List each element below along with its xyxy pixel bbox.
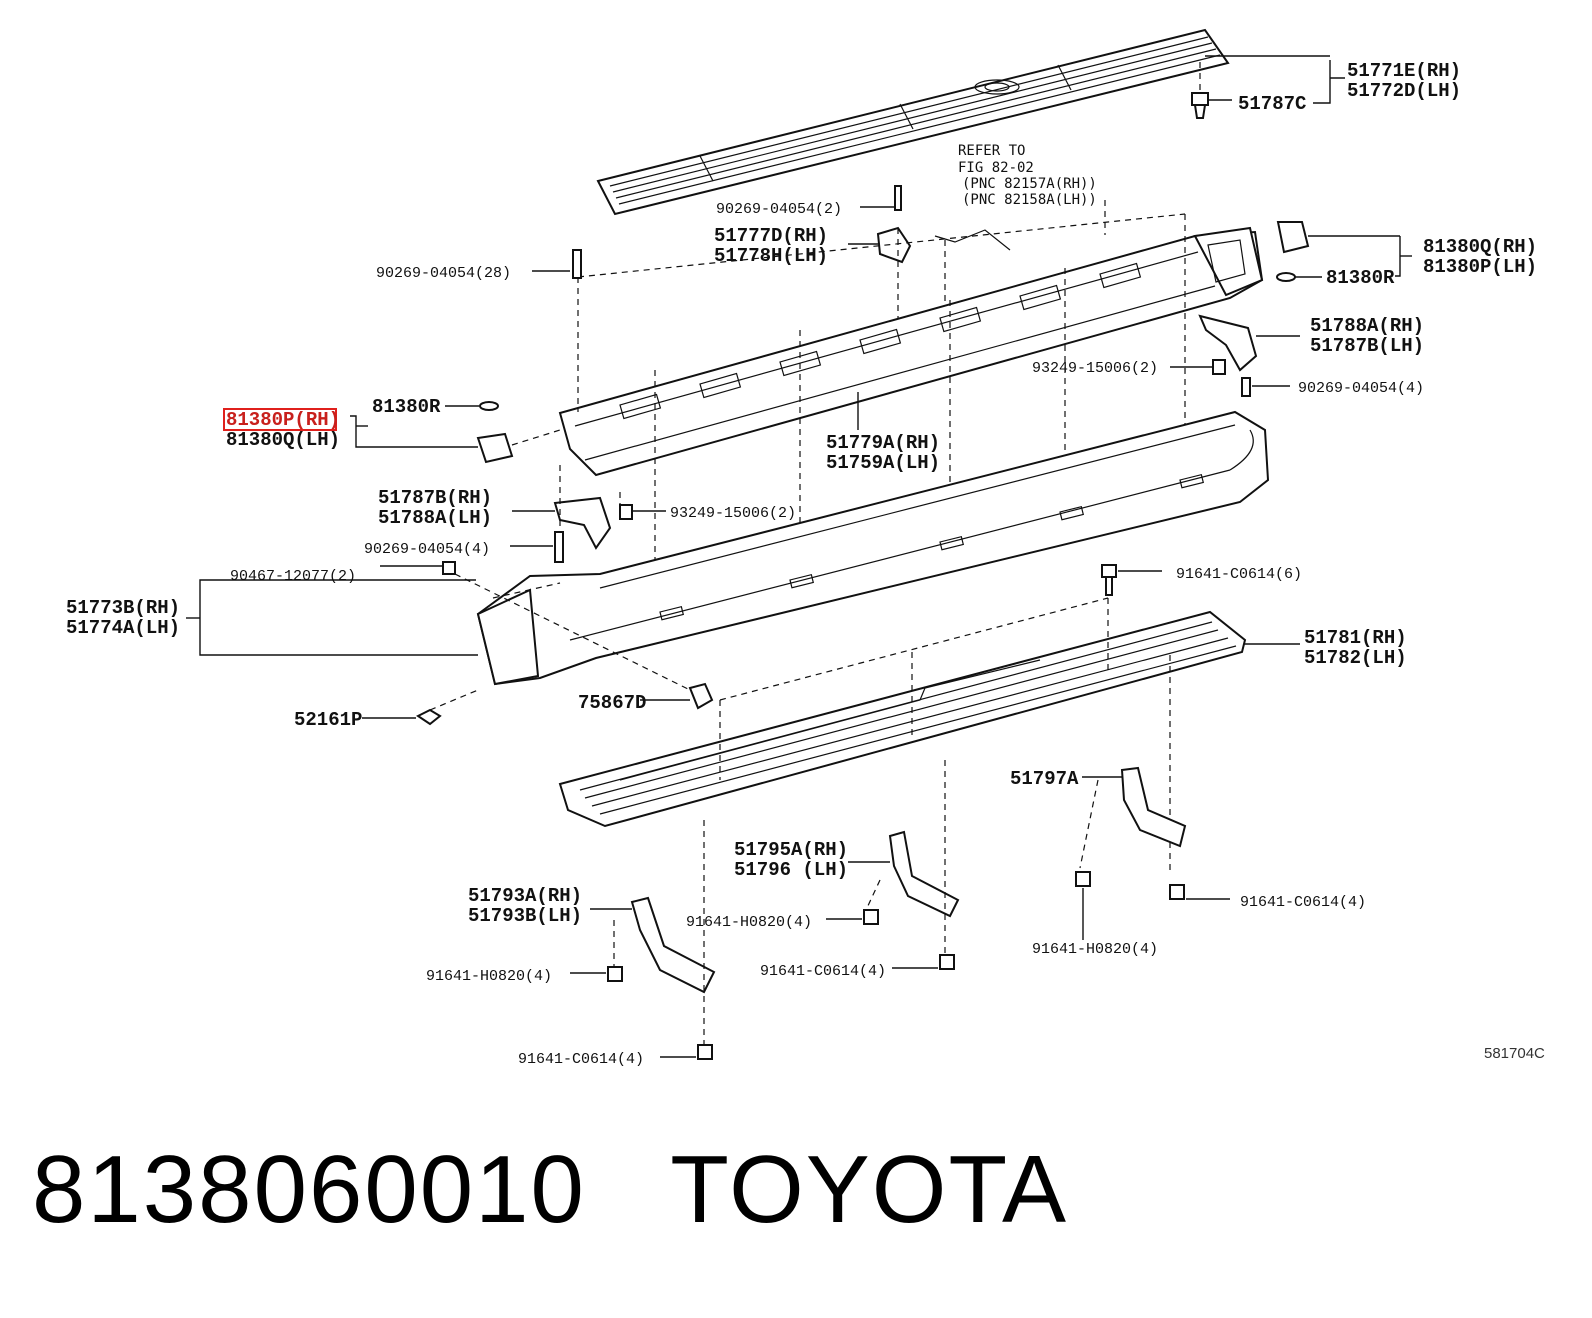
courtesy-lamp-right <box>1276 221 1412 282</box>
label-93249-mid: 93249-15006(2) <box>670 505 796 522</box>
label-51759A: 51759A(LH) <box>826 452 940 474</box>
label-51779A: 51779A(RH) <box>826 432 940 454</box>
label-75867D: 75867D <box>578 692 646 714</box>
label-51774A: 51774A(LH) <box>66 617 180 639</box>
label-90467: 90467-12077(2) <box>230 568 356 585</box>
label-81380R-top: 81380R <box>1326 267 1395 289</box>
clip-90467 <box>380 561 691 691</box>
label-51787B-mid: 51787B(RH) <box>378 487 492 509</box>
lower-moulding <box>186 410 1270 686</box>
upper-moulding <box>558 226 1264 477</box>
label-81380P-left-highlighted: 81380P(RH) <box>226 409 340 431</box>
label-90269-4-mid: 90269-04054(4) <box>364 541 490 558</box>
label-52161P: 52161P <box>294 709 362 731</box>
courtesy-lamp-left <box>350 401 561 464</box>
clips-lower <box>362 682 714 726</box>
label-51782: 51782(LH) <box>1304 647 1407 669</box>
bracket-51788A-top <box>1198 314 1300 372</box>
label-51788A-mid: 51788A(LH) <box>378 507 492 529</box>
label-81380R-left: 81380R <box>372 396 441 418</box>
label-refer-to: REFER TO <box>958 143 1025 159</box>
clip-51787C <box>1191 62 1232 119</box>
label-91641-C0614-6: 91641-C0614(6) <box>1176 566 1302 583</box>
label-refer-pnc-rh: (PNC 82157A(RH)) <box>962 176 1097 192</box>
label-51772D: 51772D(LH) <box>1347 80 1461 102</box>
label-51793A: 51793A(RH) <box>468 885 582 907</box>
label-51793B: 51793B(LH) <box>468 905 582 927</box>
footer-part-line: 8138060010 TOYOTA <box>32 1135 1068 1245</box>
label-91641-C0614-b: 91641-C0614(4) <box>760 963 886 980</box>
label-91641-C0614-c: 91641-C0614(4) <box>518 1051 644 1068</box>
label-81380Q-top: 81380Q(RH) <box>1423 236 1537 258</box>
label-91641-H0820-c: 91641-H0820(4) <box>426 968 552 985</box>
bolt-91641-C0614-6 <box>1101 564 1162 596</box>
screws-top-bracket <box>1170 359 1290 397</box>
label-refer-fig: FIG 82-02 <box>958 160 1034 176</box>
label-93249-top: 93249-15006(2) <box>1032 360 1158 377</box>
label-91641-C0614-a: 91641-C0614(4) <box>1240 894 1366 911</box>
label-91641-H0820-b: 91641-H0820(4) <box>1032 941 1158 958</box>
label-51787B-top: 51787B(LH) <box>1310 335 1424 357</box>
label-51781: 51781(RH) <box>1304 627 1407 649</box>
label-51787C: 51787C <box>1238 93 1306 115</box>
footer-brand: TOYOTA <box>670 1136 1069 1243</box>
label-51788A-top: 51788A(RH) <box>1310 315 1424 337</box>
label-90269-2: 90269-04054(2) <box>716 201 842 218</box>
figure-code: 581704C <box>1484 1045 1545 1062</box>
highlight-box <box>223 408 337 431</box>
label-51777D: 51777D(RH) <box>714 225 828 247</box>
label-90269-28: 90269-04054(28) <box>376 265 511 282</box>
label-refer-pnc-lh: (PNC 82158A(LH)) <box>962 192 1097 208</box>
label-51778H: 51778H(LH) <box>714 245 828 267</box>
screw-90269-28 <box>532 249 582 279</box>
footer-part-number: 8138060010 <box>32 1136 586 1243</box>
label-81380P-top: 81380P(LH) <box>1423 256 1537 278</box>
label-51796: 51796 (LH) <box>734 859 848 881</box>
step-plate <box>596 28 1230 216</box>
label-91641-H0820-a: 91641-H0820(4) <box>686 914 812 931</box>
label-51773B: 51773B(RH) <box>66 597 180 619</box>
running-board <box>558 597 1300 870</box>
label-90269-4-top: 90269-04054(4) <box>1298 380 1424 397</box>
bracket-51787B-mid <box>510 465 666 563</box>
bracket-51777D <box>848 185 1011 318</box>
label-51795A: 51795A(RH) <box>734 839 848 861</box>
label-81380Q-left: 81380Q(LH) <box>226 429 340 451</box>
label-51797A: 51797A <box>1010 768 1079 790</box>
bracket-51797A <box>1075 766 1230 940</box>
bracket-51793A <box>570 820 716 1060</box>
label-51771E: 51771E(RH) <box>1347 60 1461 82</box>
callout-labels: 51771E(RH) 51772D(LH) 51787C REFER TO FI… <box>66 55 1537 1068</box>
bracket-51795A <box>826 760 960 970</box>
